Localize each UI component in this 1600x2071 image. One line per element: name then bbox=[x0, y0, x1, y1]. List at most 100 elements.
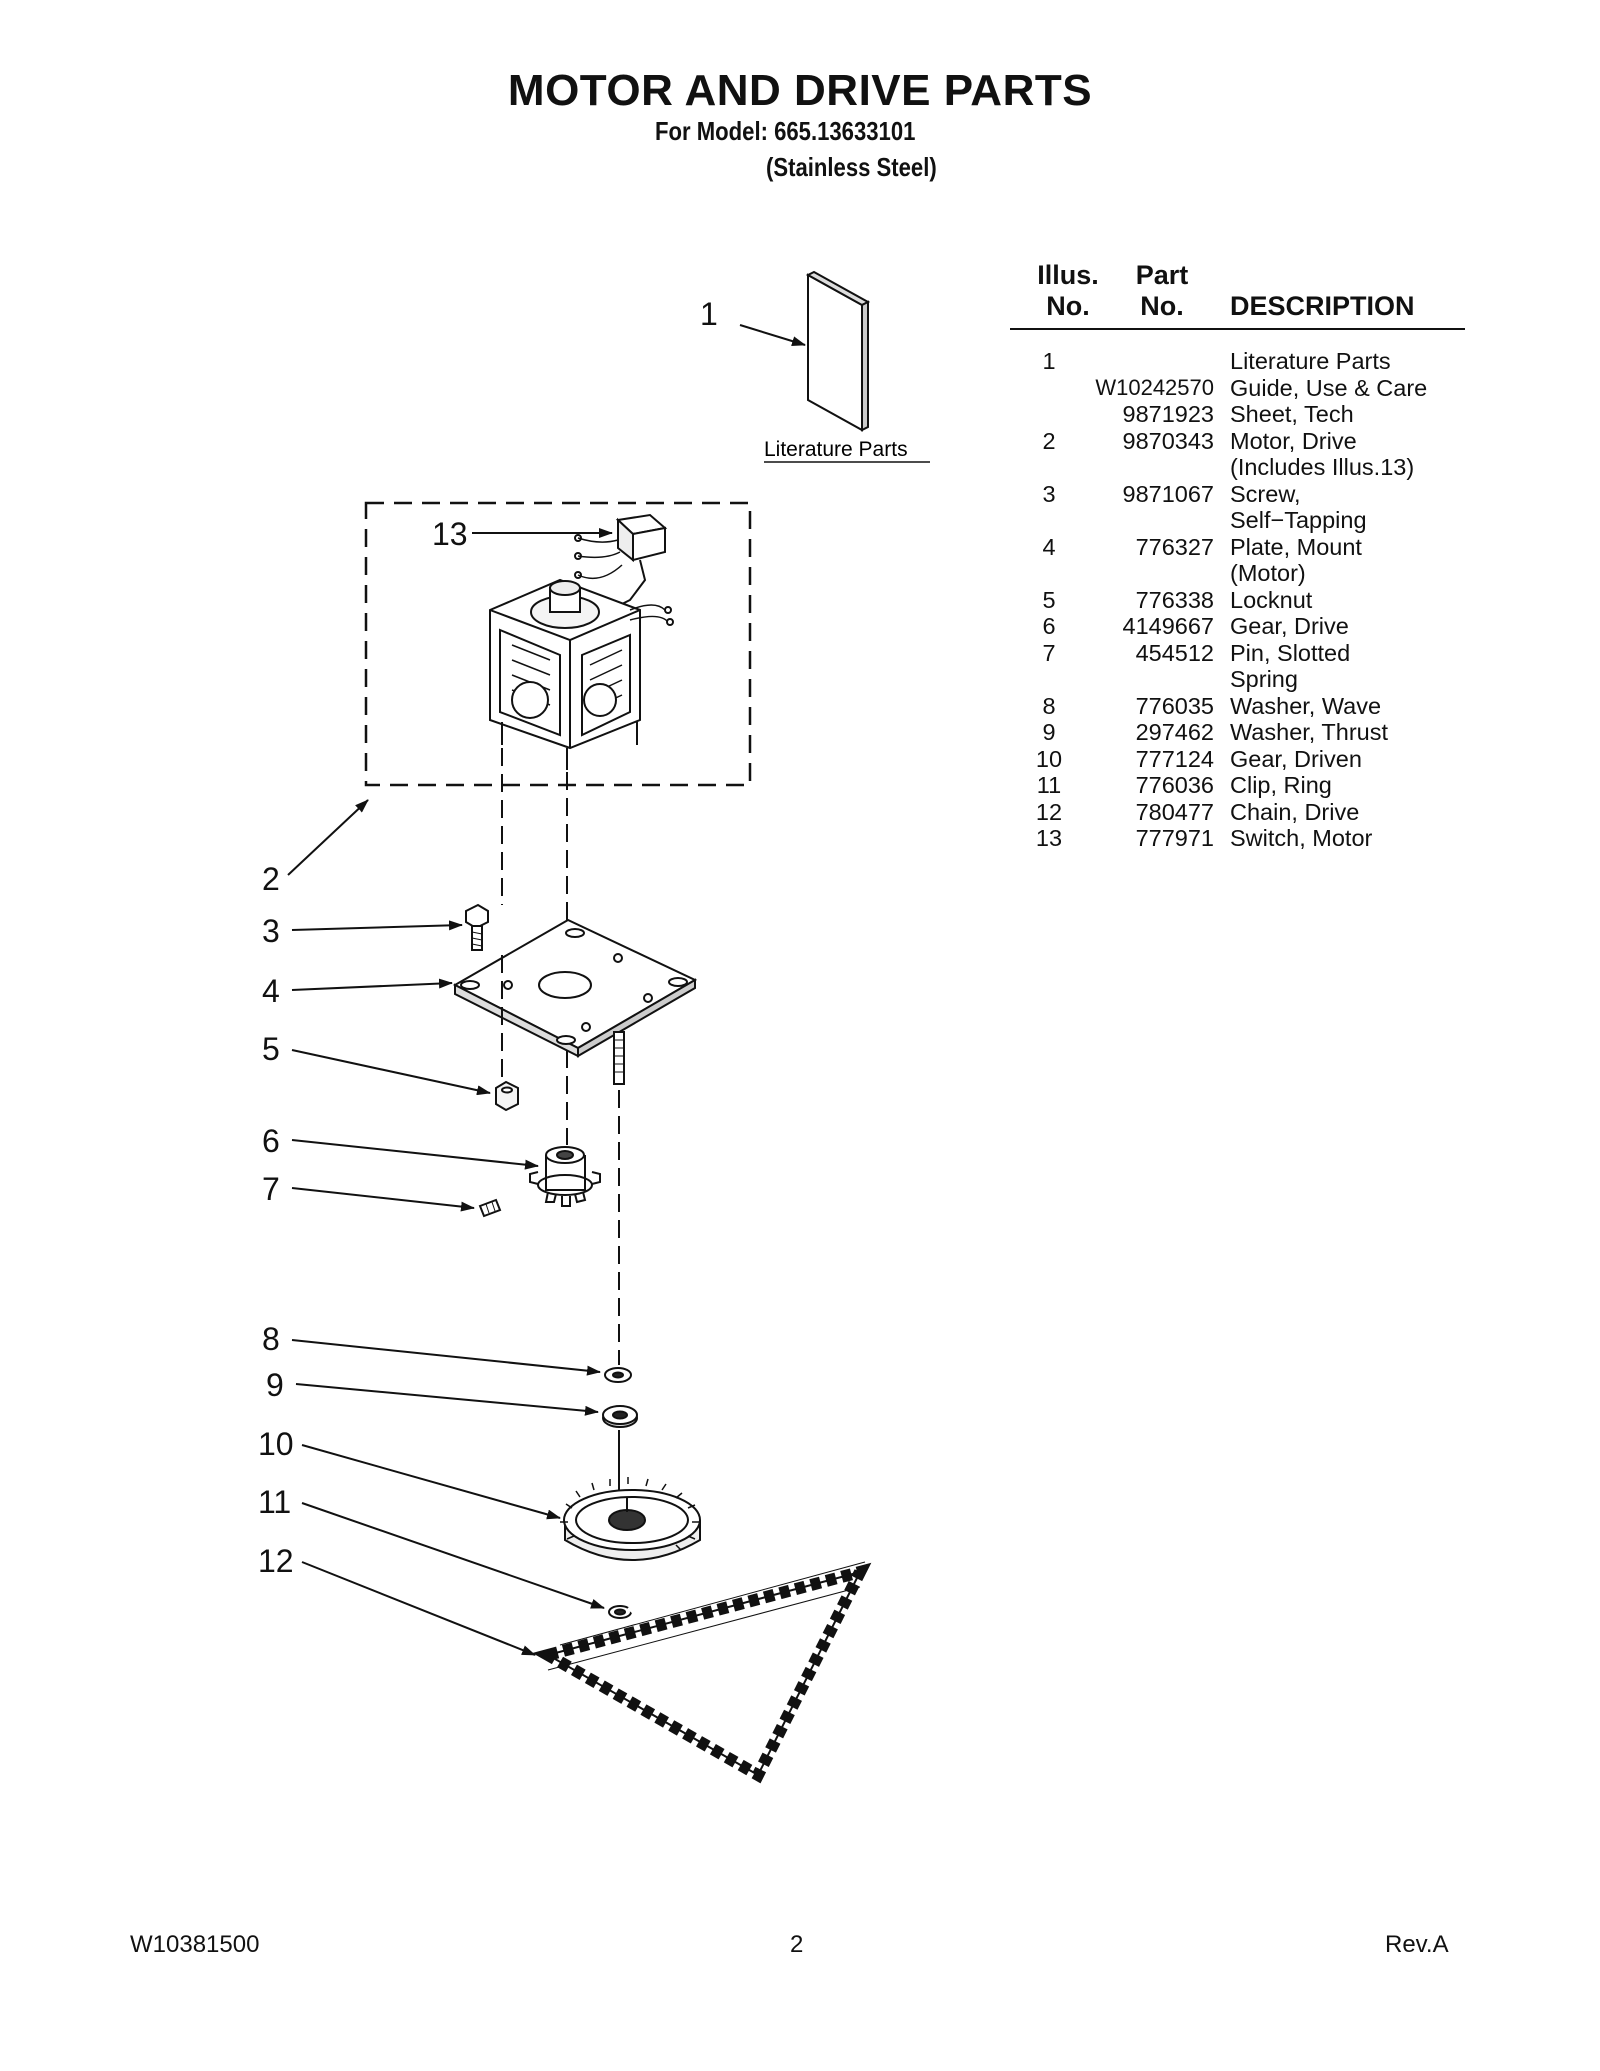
table-row: 10 777124 Gear, Driven bbox=[1010, 746, 1465, 773]
cell-part-no: 9871067 bbox=[1122, 480, 1215, 507]
cell-illus-no bbox=[1010, 375, 1088, 402]
callout-10: 10 bbox=[258, 1426, 294, 1462]
table-row: 5 776338 Locknut bbox=[1010, 587, 1465, 614]
self-tapping-screw-icon bbox=[465, 903, 489, 951]
cell-illus-no: 10 bbox=[1035, 745, 1063, 772]
cell-description: Guide, Use & Care bbox=[1230, 374, 1428, 401]
cell-description: Literature Parts bbox=[1230, 348, 1391, 374]
cell-part-no: 9870343 bbox=[1122, 427, 1215, 454]
cell-description: Motor, Drive bbox=[1230, 427, 1357, 454]
slotted-spring-pin-icon bbox=[478, 1198, 502, 1218]
table-row: 9871923 Sheet, Tech bbox=[1010, 401, 1465, 428]
cell-description: Locknut bbox=[1230, 586, 1313, 613]
callout-7: 7 bbox=[262, 1171, 280, 1207]
cell-part-no: 776036 bbox=[1135, 772, 1214, 798]
table-row: 6 4149667 Gear, Drive bbox=[1010, 613, 1465, 640]
table-row: Spring bbox=[1010, 666, 1465, 693]
header-part-line2: No. bbox=[1140, 291, 1184, 321]
cell-illus-no: 8 bbox=[1042, 692, 1056, 719]
cell-description: Sheet, Tech bbox=[1230, 401, 1354, 427]
cell-illus-no: 2 bbox=[1042, 427, 1056, 454]
drive-motor-icon bbox=[489, 578, 674, 770]
cell-part-no: 777971 bbox=[1135, 825, 1214, 851]
cell-illus-no bbox=[1010, 454, 1088, 481]
cell-illus-no: 12 bbox=[1035, 798, 1063, 825]
parts-table-header: Illus. No. Part No. DESCRIPTION bbox=[1010, 258, 1465, 330]
cell-illus-no: 6 bbox=[1042, 613, 1056, 639]
callout-5: 5 bbox=[262, 1031, 280, 1067]
cell-part-no: 776338 bbox=[1135, 586, 1214, 613]
callout-8: 8 bbox=[262, 1321, 280, 1357]
table-row: (Includes Illus.13) bbox=[1010, 454, 1465, 481]
cell-part-no bbox=[1088, 666, 1230, 693]
cell-part-no: 4149667 bbox=[1122, 613, 1215, 639]
page-title: MOTOR AND DRIVE PARTS bbox=[507, 66, 1093, 115]
drive-gear-icon bbox=[529, 1146, 601, 1207]
cell-description: Chain, Drive bbox=[1230, 798, 1360, 825]
cell-description: (Motor) bbox=[1230, 560, 1306, 586]
cell-part-no: 9871923 bbox=[1122, 401, 1215, 427]
table-row: 3 9871067 Screw, bbox=[1010, 481, 1465, 508]
header-illus-line1: Illus. bbox=[1037, 260, 1099, 290]
cell-description: Self−Tapping bbox=[1230, 507, 1367, 533]
motor-assembly-box bbox=[364, 501, 752, 787]
cell-part-no bbox=[1088, 507, 1230, 534]
cell-part-no: W10242570 bbox=[1095, 374, 1214, 400]
cell-illus-no: 7 bbox=[1042, 639, 1056, 666]
cell-part-no: 297462 bbox=[1135, 719, 1214, 745]
footer-revision: Rev.A bbox=[1385, 1931, 1449, 1958]
cell-description: Spring bbox=[1230, 666, 1298, 692]
callout-1: 1 bbox=[700, 296, 718, 332]
table-row: 13 777971 Switch, Motor bbox=[1010, 825, 1465, 852]
header-illus-no: Illus. No. bbox=[1028, 260, 1108, 322]
cell-part-no: 776327 bbox=[1135, 533, 1214, 560]
cell-illus-no: 5 bbox=[1042, 586, 1056, 613]
footer-doc-number: W10381500 bbox=[130, 1931, 260, 1958]
cell-part-no: 454512 bbox=[1135, 639, 1214, 666]
cell-part-no bbox=[1088, 454, 1230, 481]
header-part-line1: Part bbox=[1135, 260, 1189, 290]
cell-description: Screw, bbox=[1230, 480, 1301, 507]
drive-chain-icon bbox=[532, 1561, 872, 1784]
table-row: 2 9870343 Motor, Drive bbox=[1010, 428, 1465, 455]
table-row: 12 780477 Chain, Drive bbox=[1010, 799, 1465, 826]
cell-part-no: 777124 bbox=[1135, 745, 1214, 772]
callout-13: 13 bbox=[432, 516, 468, 552]
callout-3: 3 bbox=[262, 913, 280, 949]
cell-description: Pin, Slotted bbox=[1230, 639, 1351, 666]
cell-description: Gear, Drive bbox=[1230, 613, 1349, 639]
literature-label: Literature Parts bbox=[764, 438, 908, 461]
header-description: DESCRIPTION bbox=[1230, 291, 1415, 321]
cell-description: (Includes Illus.13) bbox=[1230, 454, 1415, 480]
cell-illus-no: 13 bbox=[1035, 825, 1063, 851]
footer-page-number: 2 bbox=[790, 1931, 804, 1958]
cell-part-no: 780477 bbox=[1135, 798, 1214, 825]
leader-lines bbox=[287, 324, 806, 1656]
cell-illus-no: 1 bbox=[1042, 348, 1056, 374]
wave-washer-icon bbox=[604, 1367, 632, 1383]
cell-illus-no: 9 bbox=[1042, 719, 1056, 745]
callout-4: 4 bbox=[262, 973, 280, 1009]
callout-11: 11 bbox=[258, 1484, 291, 1520]
header-illus-line2: No. bbox=[1046, 291, 1090, 321]
cell-illus-no: 4 bbox=[1042, 533, 1056, 560]
cell-illus-no: 3 bbox=[1042, 480, 1056, 507]
cell-description: Plate, Mount bbox=[1230, 533, 1362, 560]
cell-illus-no bbox=[1010, 666, 1088, 693]
header-part-no: Part No. bbox=[1122, 260, 1202, 322]
model-finish: (Stainless Steel) bbox=[766, 152, 937, 182]
callout-6: 6 bbox=[262, 1123, 280, 1159]
cell-part-no bbox=[1088, 560, 1230, 587]
callout-2: 2 bbox=[262, 861, 280, 897]
cell-description: Gear, Driven bbox=[1230, 745, 1362, 772]
callout-12: 12 bbox=[258, 1543, 294, 1579]
mount-plate-icon bbox=[452, 918, 698, 1058]
table-row: 4 776327 Plate, Mount bbox=[1010, 534, 1465, 561]
motor-switch-icon bbox=[574, 513, 668, 611]
cell-description: Switch, Motor bbox=[1230, 825, 1373, 851]
table-row: (Motor) bbox=[1010, 560, 1465, 587]
